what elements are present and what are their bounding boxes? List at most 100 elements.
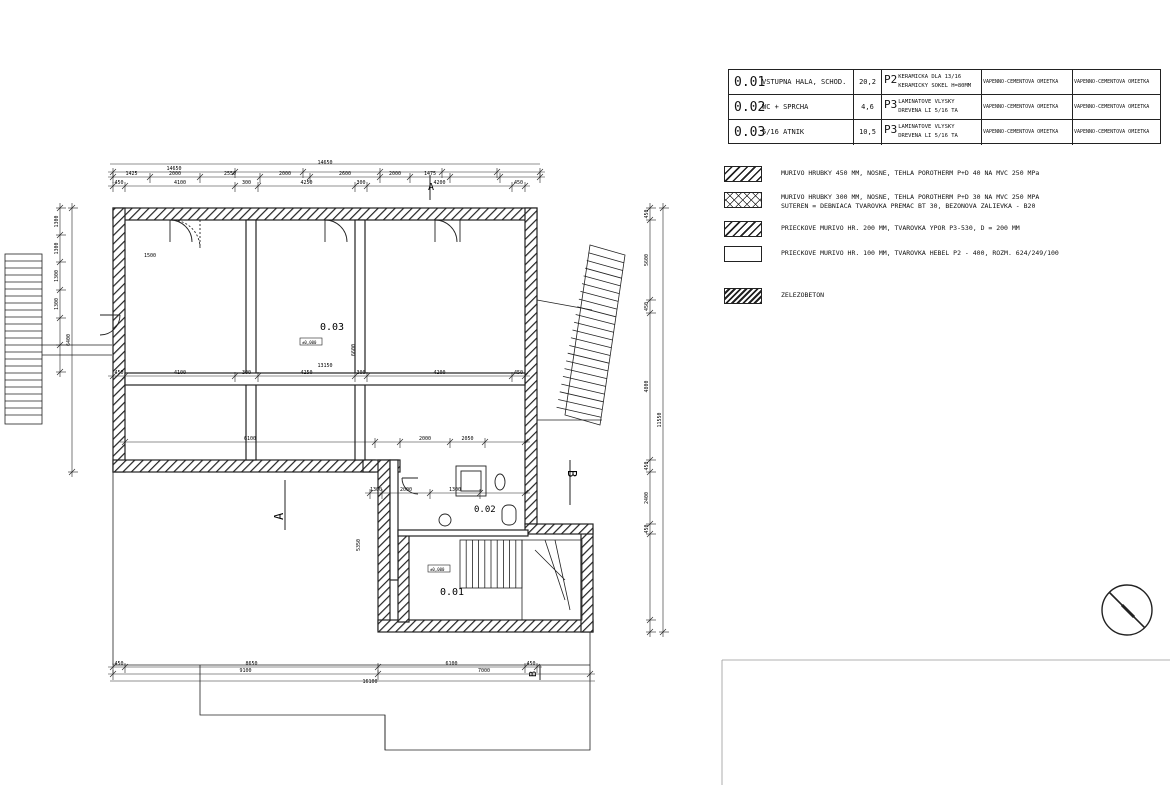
stair-tread: [559, 391, 604, 403]
door-icon: [171, 219, 201, 249]
stair-tread: [564, 368, 607, 380]
dimension-label: 1300: [54, 215, 60, 227]
door-icon: [324, 219, 348, 243]
room-id: 0.02: [734, 100, 766, 115]
room-name: WC + SPRCHA: [759, 95, 854, 119]
legend-swatch: [724, 221, 762, 237]
room-ceiling: VAPENNO-CEMENTOVA OMIETKA: [1074, 129, 1150, 135]
winder-steps-icon: [534, 539, 571, 611]
dimension-label: 4250: [300, 180, 312, 186]
legend-line: MURIVO HRUBKY 300 MM, NOSNE, TEHLA POROT…: [781, 193, 1040, 201]
room-labels: 0.03 ±0,000 0.02 0.01 ±0,000: [299, 322, 496, 598]
section-mark-a-top: A: [428, 182, 434, 193]
floor-line: LAMINATOVE VLYSKY: [898, 124, 955, 130]
wall-hall-north: [524, 523, 594, 535]
dimension-label: 2000: [419, 436, 431, 442]
dimension-label: 1475: [424, 171, 436, 177]
dimension-label: 450: [514, 370, 523, 376]
dimension-label: 450: [526, 661, 535, 667]
legend-line: PRIECKOVE MURIVO HR. 200 MM, TVAROVKA YP…: [781, 224, 1020, 232]
stair-tread: [569, 345, 611, 356]
wall-south-left: [112, 459, 376, 473]
room-label: 0.03: [320, 322, 344, 333]
dimension-label: 4200: [433, 370, 445, 376]
dimension-label: 6600: [351, 344, 357, 356]
room-name: 5/16 ATNIK: [759, 120, 854, 145]
room-id: 0.03: [734, 125, 766, 140]
dimension-label: 300: [356, 370, 365, 376]
door-icon: [434, 219, 458, 243]
section-marks: [284, 175, 571, 680]
stair-tread: [570, 337, 612, 349]
legend-text: ZELEZOBETON: [781, 291, 824, 300]
floor-line: LAMINATOVE VLYSKY: [898, 99, 955, 105]
stair-tread: [567, 352, 610, 364]
dimension-label: 5350: [356, 539, 362, 551]
dimension-label: 450: [114, 180, 123, 186]
dimension-label: 4200: [433, 180, 445, 186]
legend-swatch: [724, 288, 762, 304]
dimension-label: 1500: [144, 253, 156, 259]
room-id: 0.01: [734, 75, 766, 90]
floor-line: DREVENA LI 5/16 TA: [898, 133, 958, 139]
room-ceiling: VAPENNO-CEMENTOVA OMIETKA: [1074, 104, 1150, 110]
wall-group: [112, 207, 594, 633]
dimension-label: 2000: [389, 171, 401, 177]
stair-tread: [573, 321, 614, 333]
stair-tread: [561, 383, 605, 395]
stair-tread: [562, 375, 606, 387]
door-icon: [169, 219, 193, 243]
legend-item: ZELEZOBETON: [724, 288, 1164, 306]
stair-tread: [583, 275, 621, 287]
dimension-label: 14650: [166, 166, 181, 172]
room-wall: VAPENNO-CEMENTOVA OMIETKA: [982, 120, 1073, 145]
level-tag: ±0,000: [430, 567, 445, 572]
legend-text: PRIECKOVE MURIVO HR. 100 MM, TVAROVKA HE…: [781, 249, 1059, 258]
room-label: 0.01: [440, 587, 464, 598]
dimension-label: 300: [242, 180, 251, 186]
dimension-label: 7000: [478, 668, 490, 674]
room-name: VSTUPNA HALA, SCHOD.: [759, 70, 854, 94]
dimension-label: 16100: [362, 679, 377, 685]
section-mark-b: B: [565, 470, 579, 477]
legend-item: MURIVO HRUBKY 450 MM, NOSNE, TEHLA POROT…: [724, 166, 1164, 184]
floor-line: KERAMICKA DLA 13/16: [898, 74, 962, 80]
external-stair-east-icon: [564, 244, 626, 426]
stair-landing-icon: [521, 539, 583, 621]
dimension-label: 4250: [300, 370, 312, 376]
floor-line: DREVENA LI 5/16 TA: [898, 108, 958, 114]
dimension-label: 14650: [317, 160, 332, 166]
stair-tread: [581, 283, 620, 295]
wall-west: [112, 207, 126, 473]
floor-line: KERAMICKY SOKEL H=80MM: [898, 83, 972, 89]
legend-text: MURIVO HRUBKY 300 MM, NOSNE, TEHLA POROT…: [781, 193, 1039, 211]
site-outline: [112, 472, 591, 751]
room-label: 0.02: [474, 505, 496, 515]
dimension-label: 450: [114, 370, 123, 376]
dimension-label: 6100: [445, 661, 457, 667]
level-tag-frame: [427, 564, 451, 573]
pier-1: [245, 219, 257, 461]
legend-swatch: [724, 166, 762, 182]
stairs-group: [4, 244, 626, 621]
legend-line: MURIVO HRUBKY 450 MM, NOSNE, TEHLA POROT…: [781, 169, 1040, 177]
dimension-label: 2000: [279, 171, 291, 177]
level-tag-frame: [299, 337, 323, 346]
legend-item: MURIVO HRUBKY 300 MM, NOSNE, TEHLA POROT…: [724, 192, 1164, 210]
stair-tread: [556, 406, 602, 418]
legend-swatch: [724, 246, 762, 262]
door-group: [99, 219, 461, 495]
level-tag: ±0,000: [302, 340, 317, 345]
dimension-label: 2000: [169, 171, 181, 177]
wall-stair-inner: [397, 533, 410, 623]
dimension-label: 2000: [400, 487, 412, 493]
dimension-label: 5600: [644, 254, 650, 266]
dimension-label: 2550: [224, 171, 236, 177]
legend-text: MURIVO HRUBKY 450 MM, NOSNE, TEHLA POROT…: [781, 169, 1039, 178]
toilet-icon: [494, 473, 506, 491]
floor-code: P3: [884, 123, 898, 136]
dimension-label: 300: [242, 370, 251, 376]
